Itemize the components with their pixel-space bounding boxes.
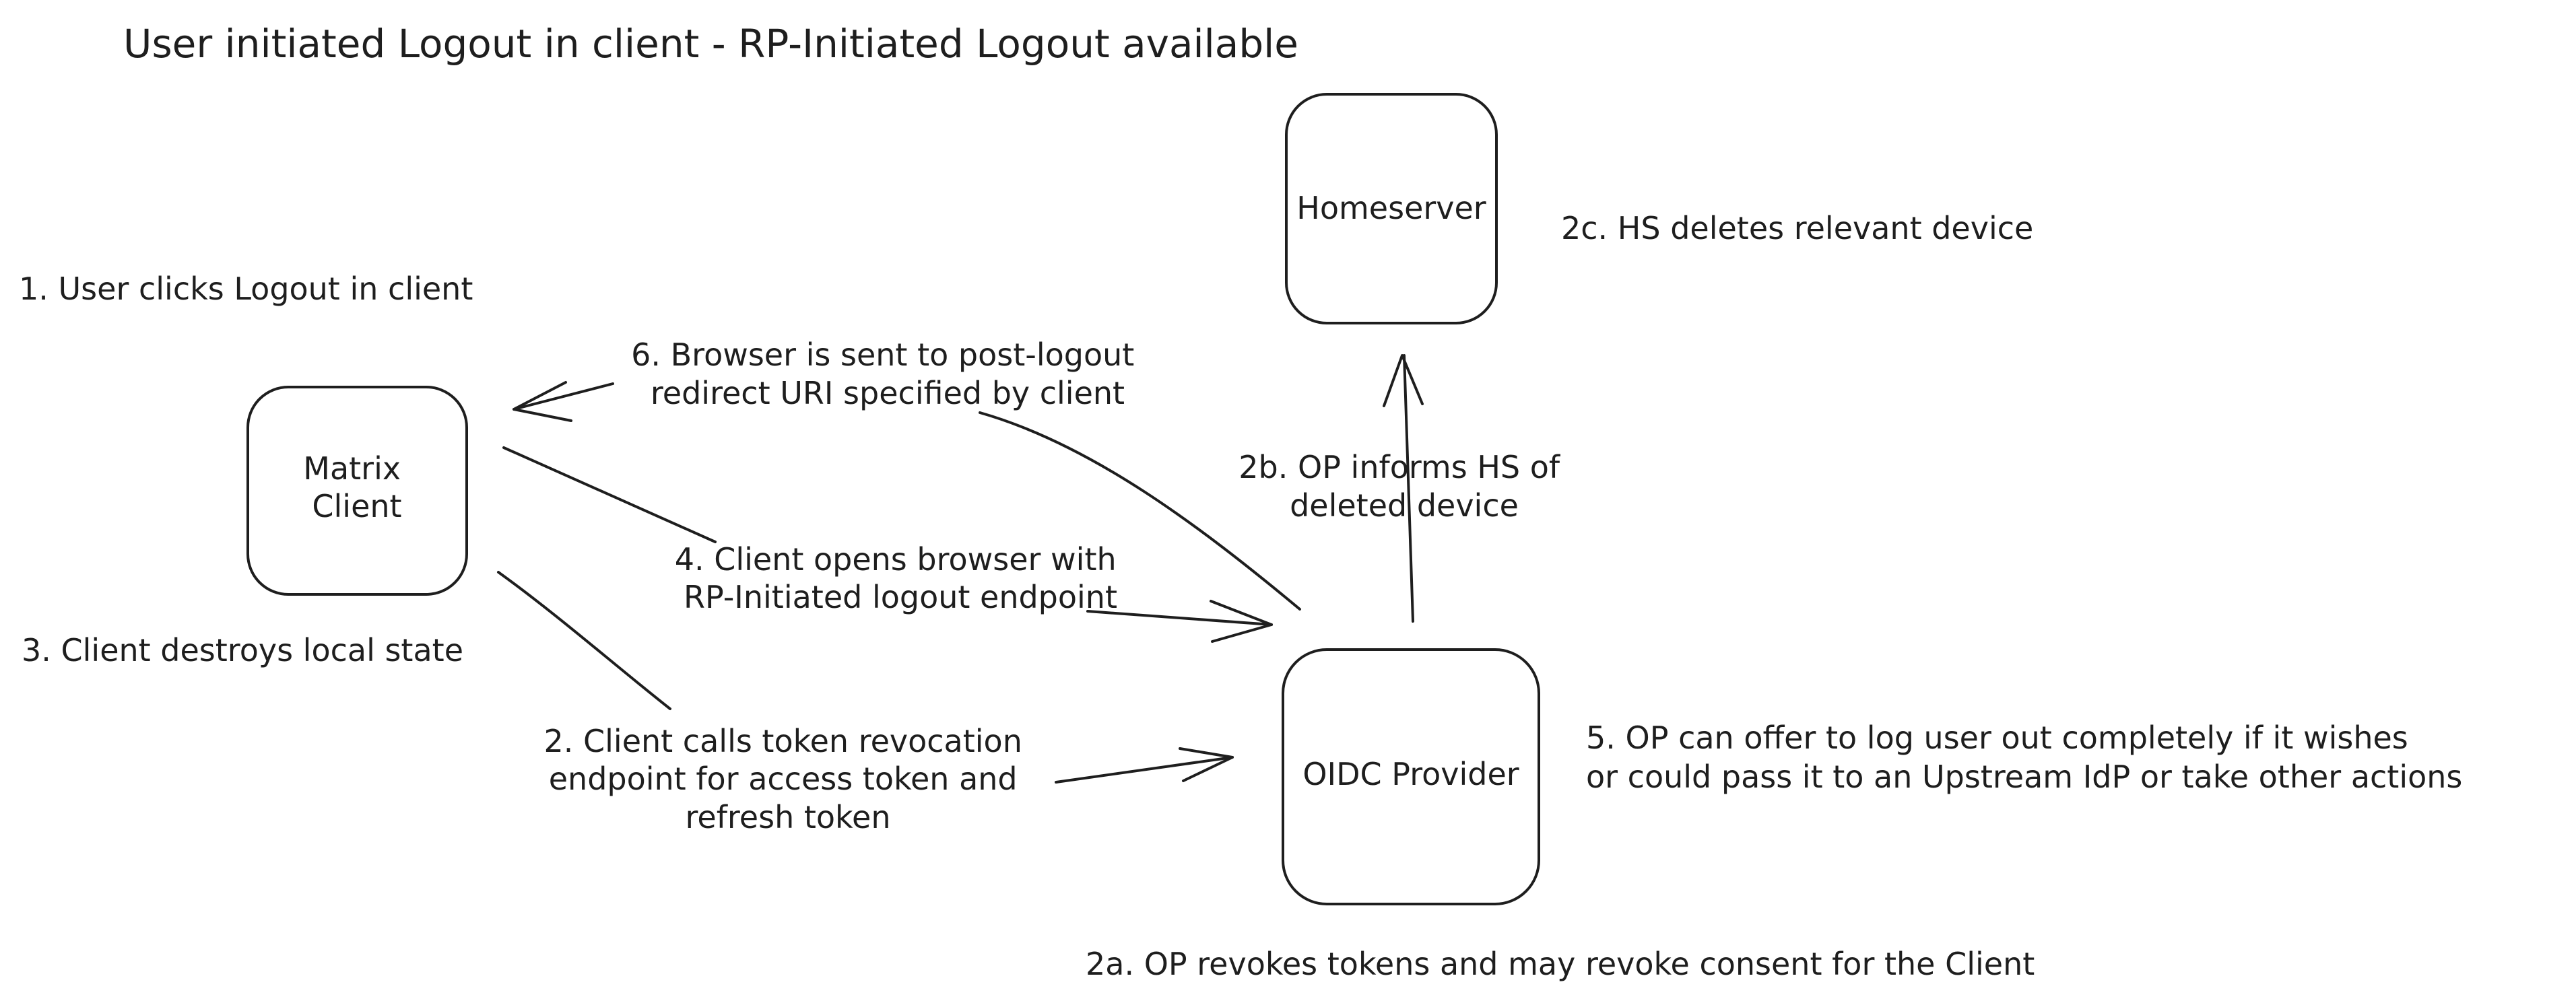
- arrow-client-opens-browser-tail: [502, 446, 717, 543]
- step-2-line: refresh token: [686, 799, 891, 835]
- homeserver-label: Homeserver: [1296, 190, 1486, 226]
- step-5-line: or could pass it to an Upstream IdP or t…: [1586, 759, 2462, 795]
- step-6-label: 6. Browser is sent to post-logout redire…: [631, 337, 1144, 411]
- step-2a-label: 2a. OP revokes tokens and may revoke con…: [1086, 946, 2035, 982]
- step-2b-line: deleted device: [1290, 487, 1519, 524]
- homeserver-box: [1285, 93, 1498, 324]
- oidc-provider-label: OIDC Provider: [1302, 756, 1519, 792]
- arrow-browser-to-client: [979, 411, 1301, 611]
- matrix-client-box: [246, 386, 468, 596]
- step-2b-label: 2b. OP informs HS of deleted device: [1239, 449, 1569, 524]
- step-6-line: 6. Browser is sent to post-logout: [631, 337, 1134, 373]
- step-1-label: 1. User clicks Logout in client: [19, 271, 473, 307]
- step-4-line: RP-Initiated logout endpoint: [684, 579, 1117, 615]
- arrow-token-revocation-tail: [497, 571, 671, 710]
- matrix-client-label-line: Client: [312, 488, 401, 524]
- step-2-label: 2. Client calls token revocation endpoin…: [544, 723, 1032, 835]
- arrow-op-to-homeserver: [1403, 354, 1414, 623]
- arrow-browser-to-client-head: [513, 381, 572, 422]
- step-2-line: 2. Client calls token revocation: [544, 723, 1022, 759]
- step-5-line: 5. OP can offer to log user out complete…: [1586, 720, 2408, 756]
- step-6-line: redirect URI specified by client: [651, 375, 1125, 411]
- arrow-op-to-homeserver-head: [1383, 354, 1424, 407]
- step-5-label: 5. OP can offer to log user out complete…: [1586, 720, 2462, 795]
- arrow-client-opens-browser: [1086, 610, 1273, 626]
- arrow-client-opens-browser-head: [1210, 600, 1273, 643]
- diagram-title: User initiated Logout in client - RP-Ini…: [123, 21, 1298, 67]
- step-2c-label: 2c. HS deletes relevant device: [1561, 210, 2033, 246]
- step-4-line: 4. Client opens browser with: [675, 541, 1117, 578]
- step-4-label: 4. Client opens browser with RP-Initiate…: [675, 541, 1127, 615]
- oidc-provider-box: [1282, 648, 1540, 905]
- step-2b-line: 2b. OP informs HS of: [1239, 449, 1561, 485]
- step-3-label: 3. Client destroys local state: [22, 632, 463, 668]
- matrix-client-label: Matrix Client: [303, 450, 410, 524]
- arrow-browser-to-client-tail: [513, 382, 614, 411]
- step-2-line: endpoint for access token and: [549, 761, 1018, 797]
- arrow-token-revocation-head: [1179, 747, 1234, 782]
- matrix-client-label-line: Matrix: [303, 450, 401, 487]
- arrow-token-revocation: [1055, 756, 1234, 784]
